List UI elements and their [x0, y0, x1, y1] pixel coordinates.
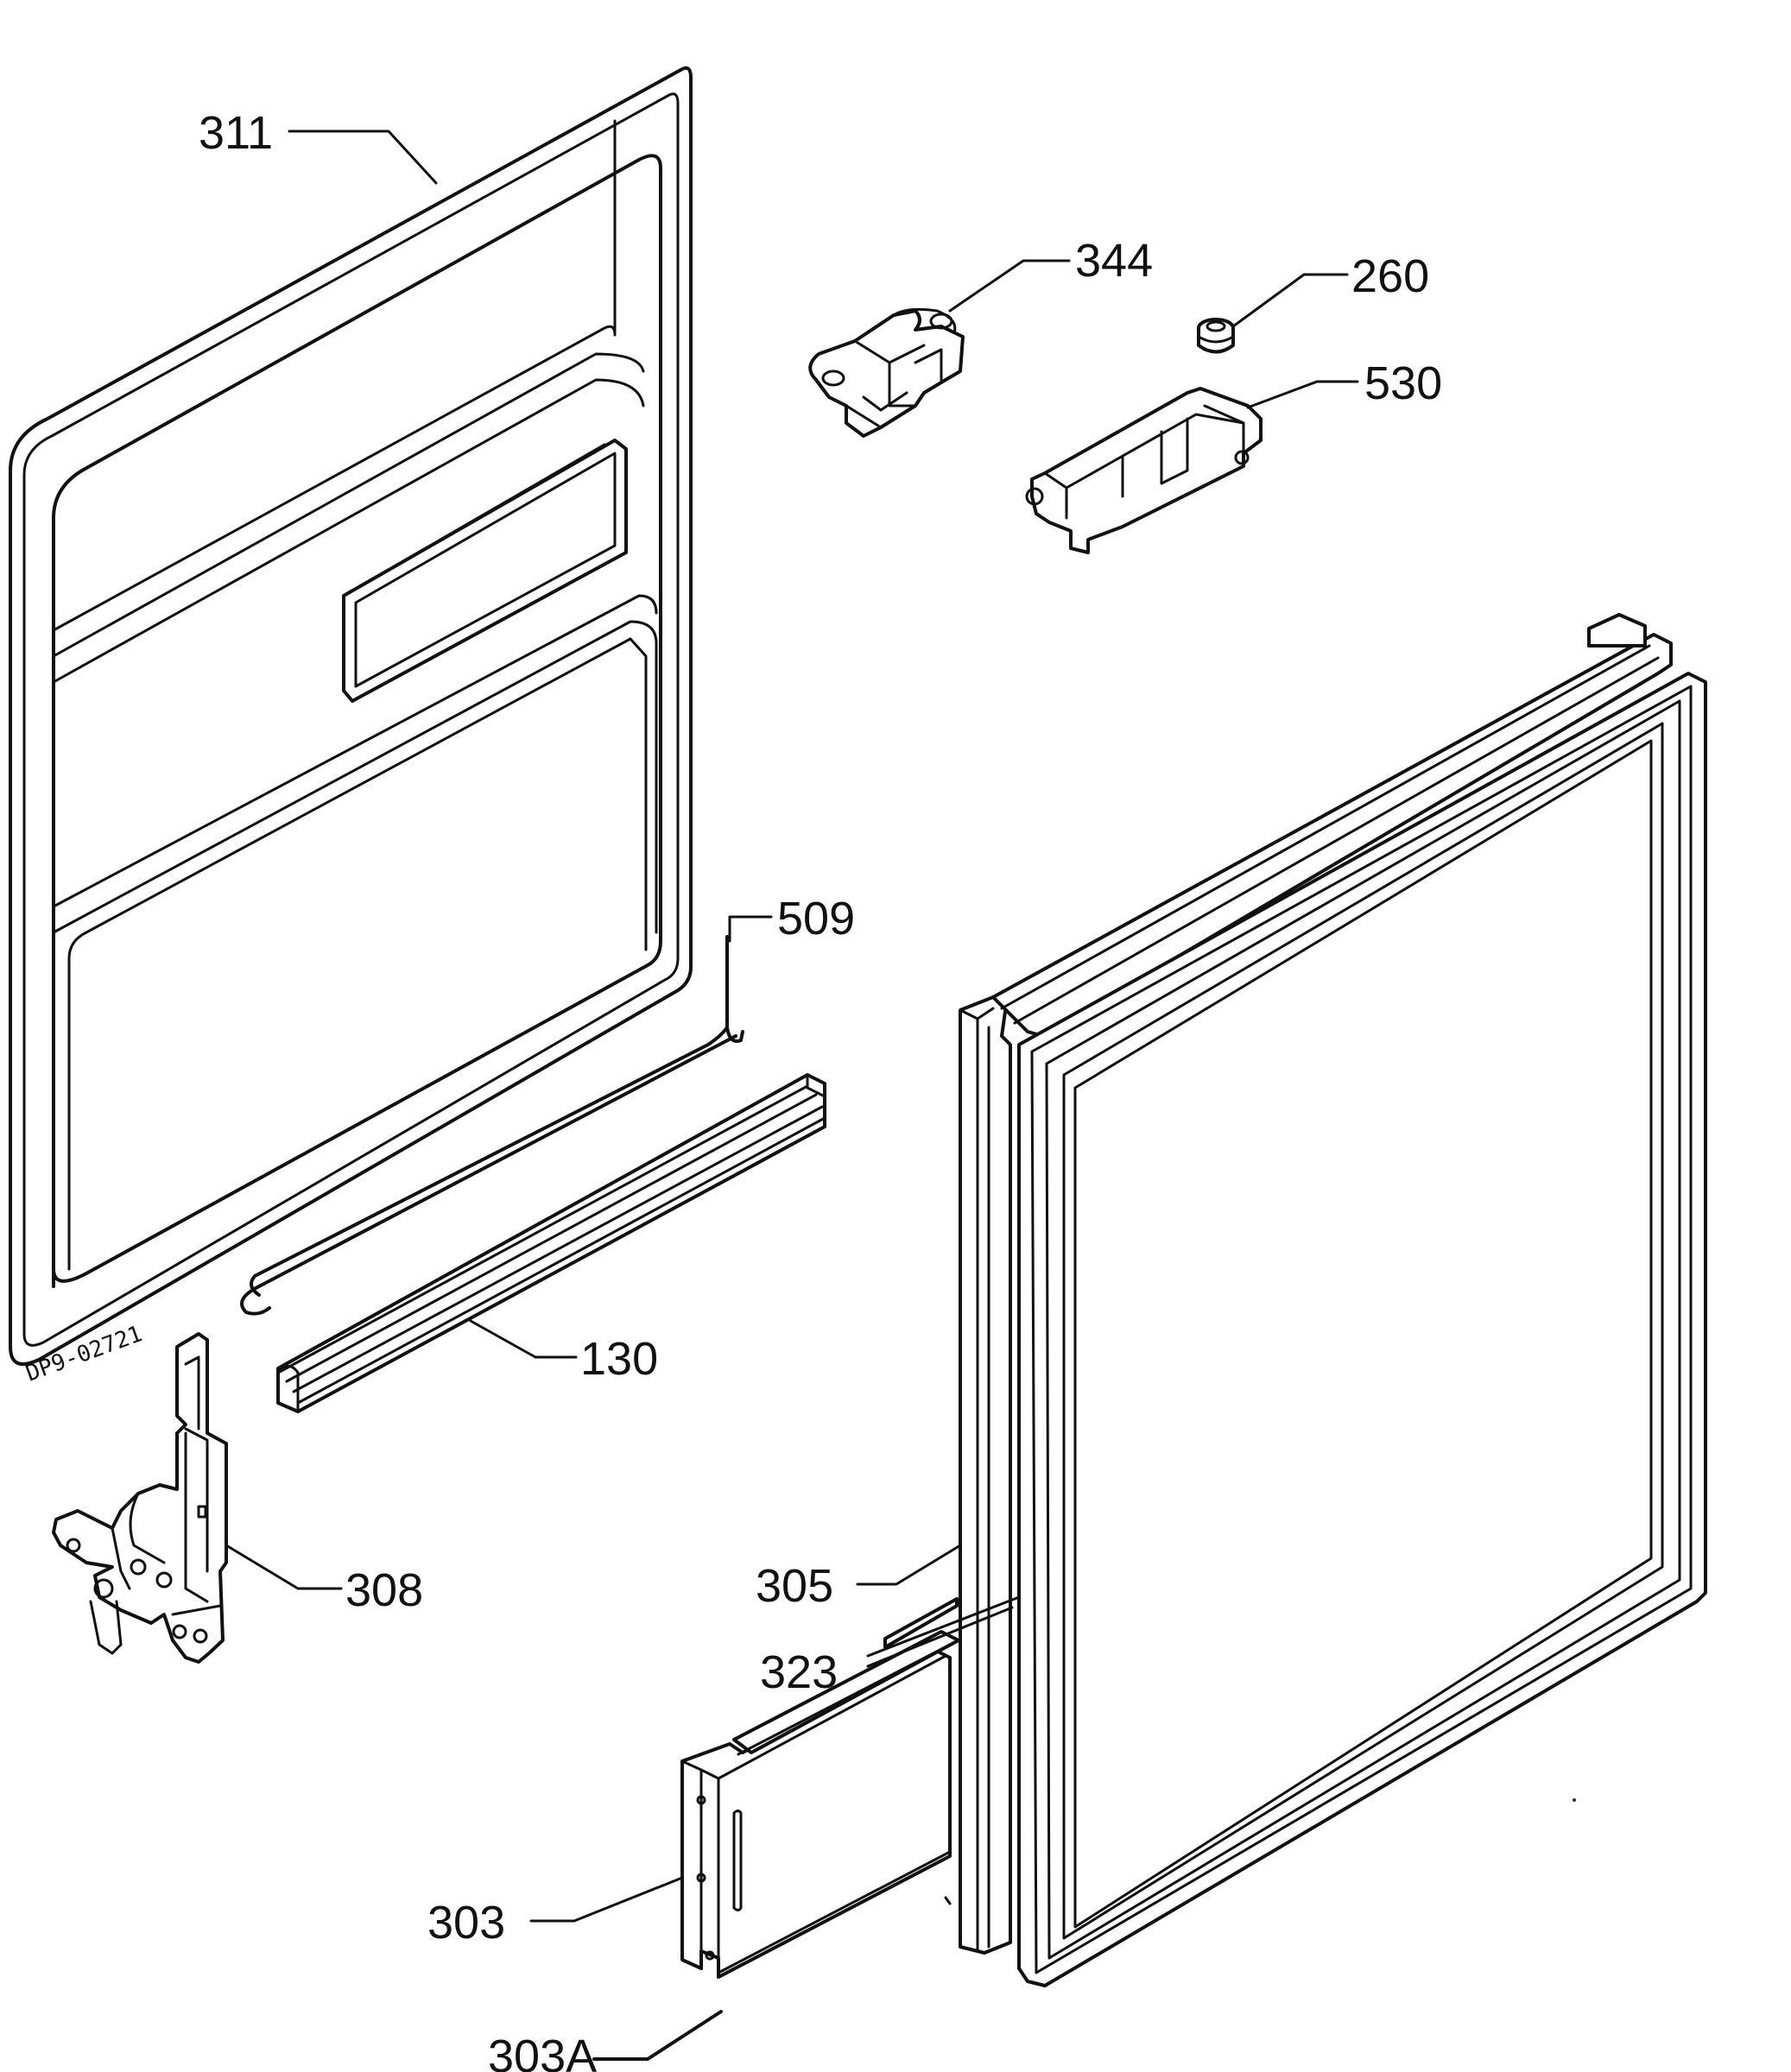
part-labels: 311 344 260 530 509 130 308 305 323 303 …: [199, 107, 1442, 2072]
label-509: 509: [777, 893, 855, 944]
part-308-hinge: [52, 1332, 228, 1664]
part-344-latch-catch: [808, 307, 965, 438]
label-303A: 303A: [488, 2031, 597, 2072]
label-323: 323: [760, 1646, 838, 1698]
leader-lines: [225, 130, 1359, 2061]
part-260-grommet: [1197, 318, 1235, 354]
part-303-lower-panel: [680, 1630, 960, 1979]
part-509-rod: [240, 935, 744, 1316]
label-303: 303: [427, 1897, 505, 1949]
part-130-seal-strip: [276, 1073, 826, 1413]
label-308: 308: [345, 1564, 423, 1616]
part-323-strip: [883, 1597, 959, 1649]
part-530-lock-housing: [1025, 387, 1263, 554]
stray-mark: [1573, 1798, 1576, 1802]
label-130: 130: [580, 1333, 658, 1385]
part-311-inner-door-panel: [9, 66, 693, 1366]
label-305: 305: [756, 1560, 833, 1612]
label-344: 344: [1075, 235, 1153, 287]
part-305-door-frame: [959, 613, 1707, 1987]
label-530: 530: [1364, 357, 1442, 409]
label-311: 311: [199, 107, 273, 159]
label-260: 260: [1351, 250, 1429, 302]
